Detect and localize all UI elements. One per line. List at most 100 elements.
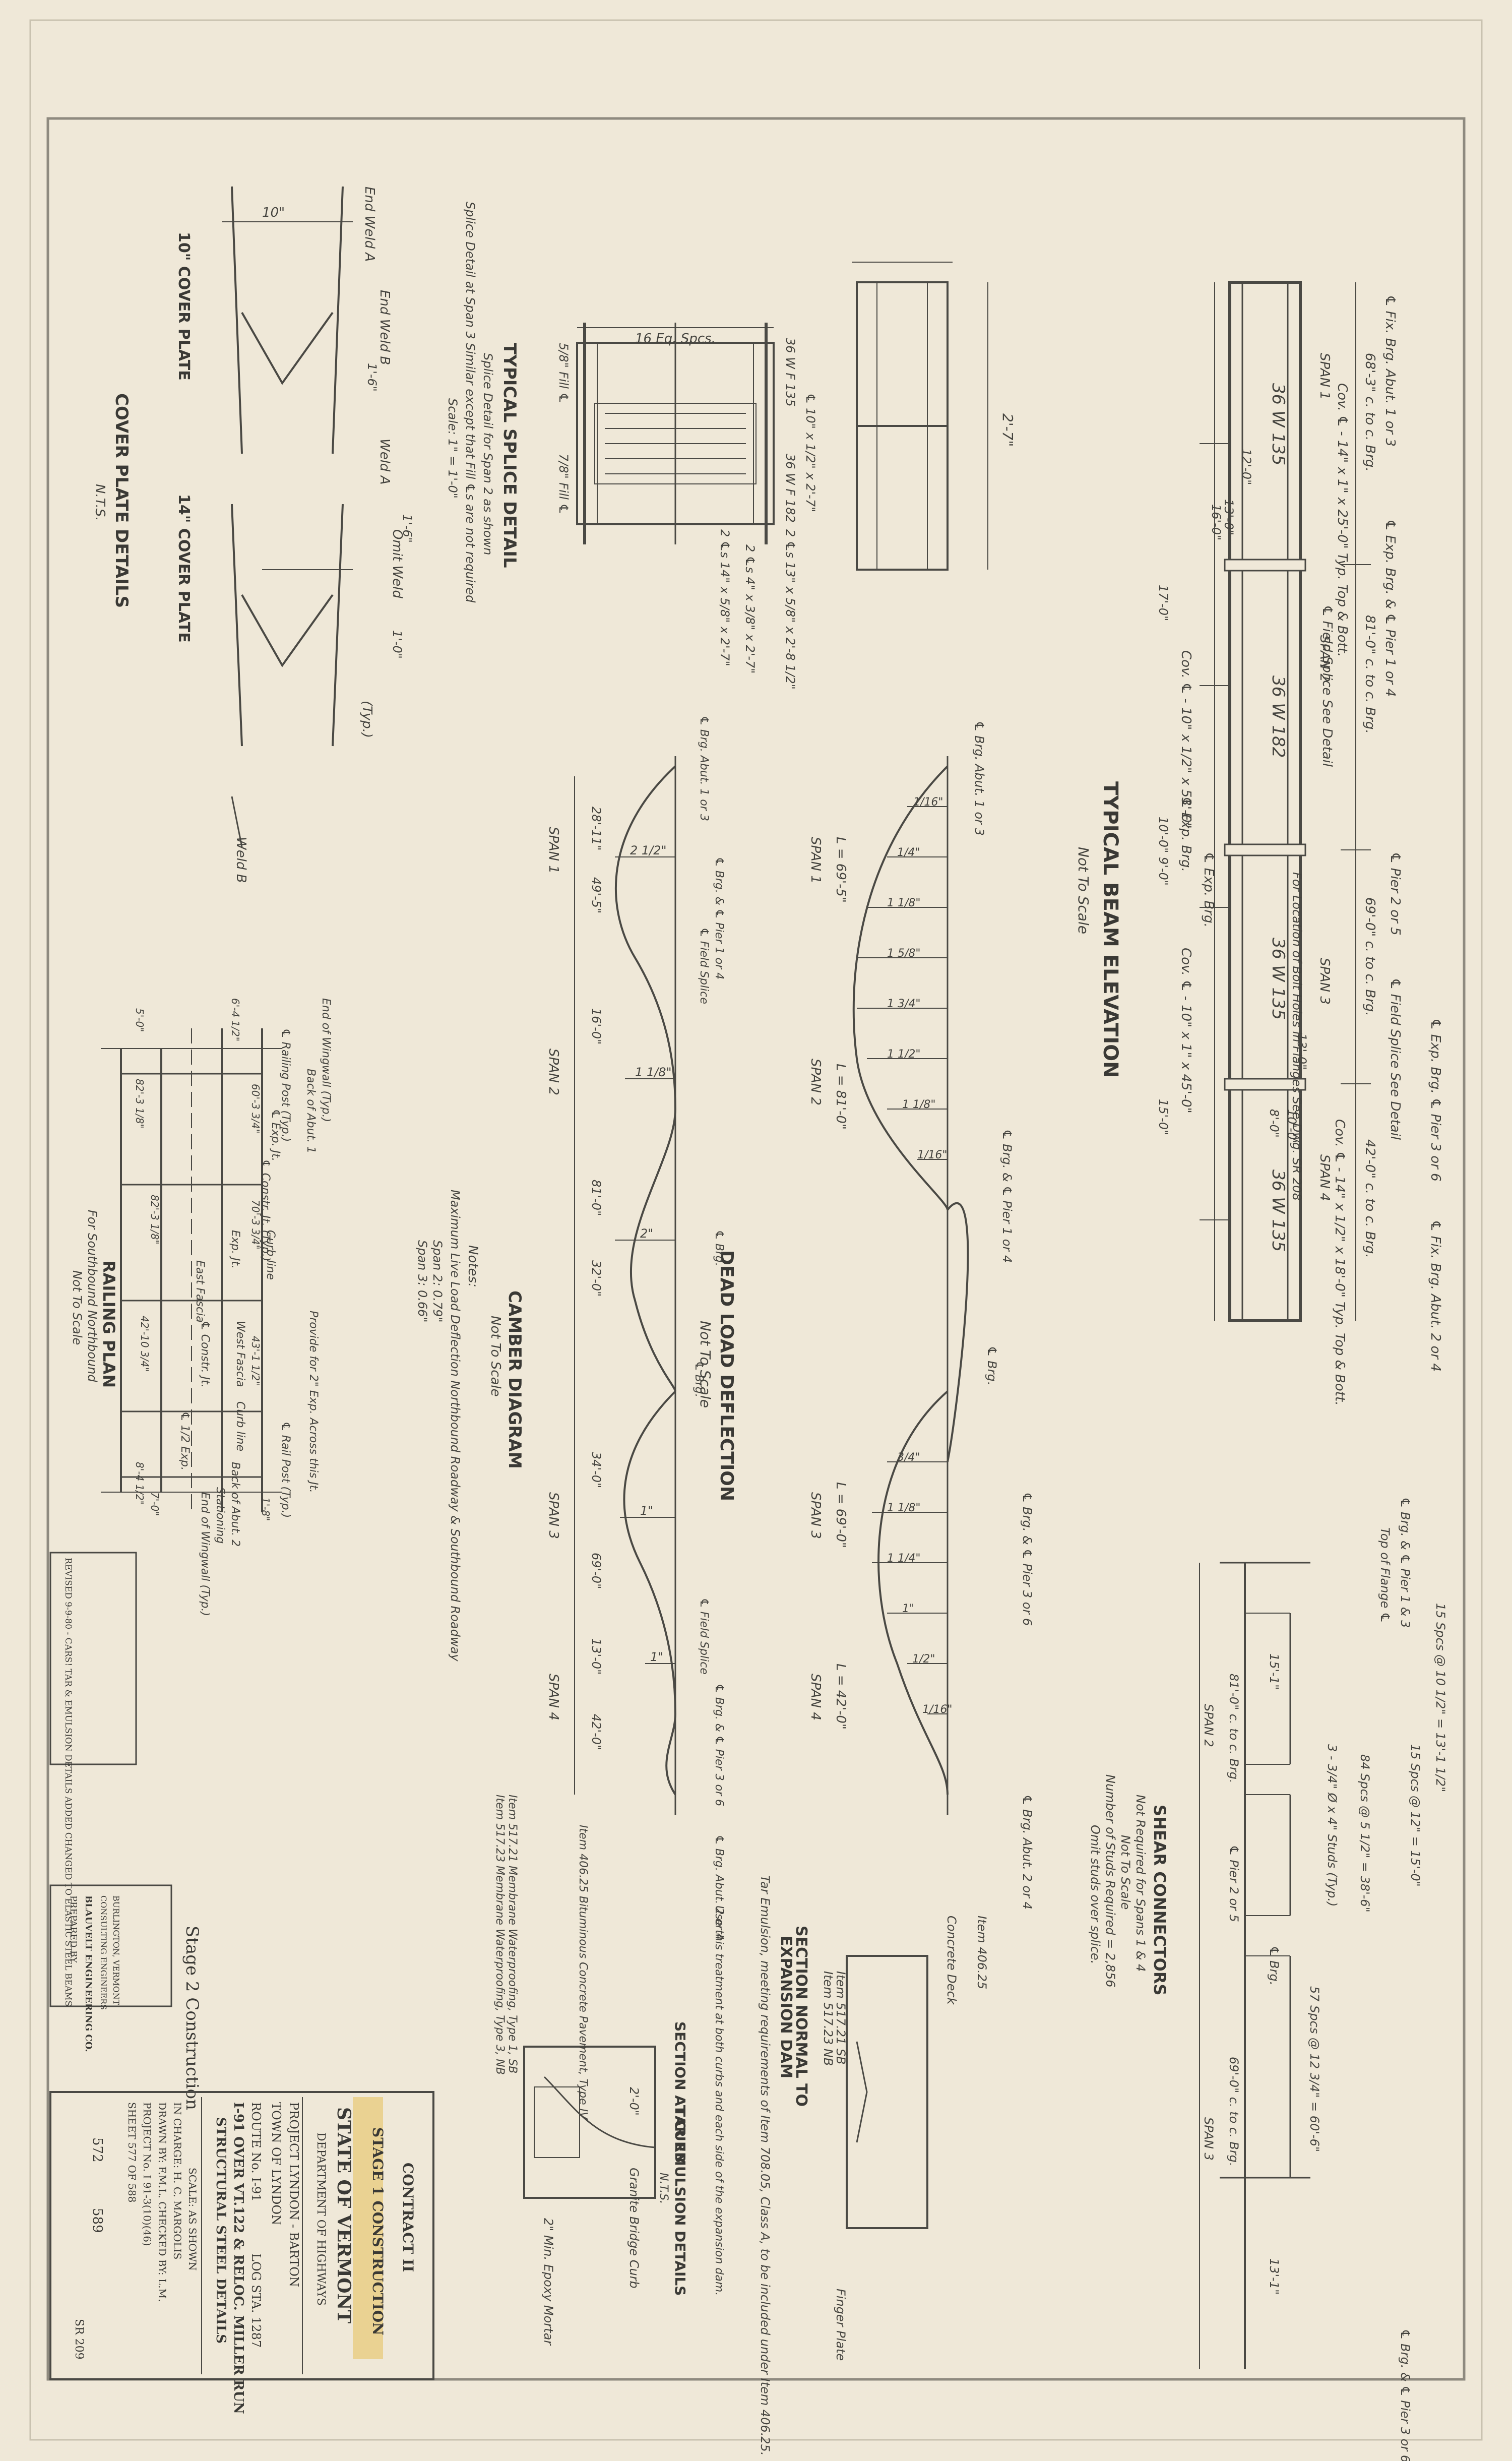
dl-val-8: 1/16"	[917, 1149, 948, 1161]
note-pier1: ℄ Exp. Brg. & ℄ Pier 1 or 4	[1382, 519, 1398, 697]
curb-label-2: 2'-0"	[627, 2087, 641, 2116]
dl-val-14: 1/16"	[922, 1703, 953, 1716]
stage2-label: Stage 2 Construction	[182, 1926, 202, 2110]
camber-dim-1: 28'-11"	[589, 807, 603, 850]
dam-label-5: Finger Plate	[834, 2289, 848, 2361]
title-block-box	[49, 2091, 434, 2380]
cover-dim-a: 1'-6"	[365, 363, 379, 392]
span1-label: SPAN 1	[1317, 353, 1332, 400]
span2-label: SPAN 2	[1317, 635, 1332, 682]
cover-14-title: 14" COVER PLATE	[175, 494, 193, 643]
rail-dim-4: 70'-3 3/4"	[249, 1200, 262, 1250]
firm-name-2: CONSULTING ENGINEERS	[99, 1895, 108, 2010]
cover-plate-10	[231, 186, 344, 454]
camber-val-4: 1"	[650, 1650, 663, 1664]
rail-dim-10: 8'-4 1/2"	[134, 1462, 146, 1505]
splice-beam-1: 36 W F 135	[783, 338, 797, 407]
rail-dim-5: 43'-1 1/2"	[249, 1336, 262, 1386]
field-splice-3	[1224, 1078, 1306, 1091]
camber-subtitle: Not To Scale	[488, 1316, 503, 1397]
shear-label-1: 15 Spcs @ 10 1/2" = 13'-1 1/2"	[1433, 1603, 1447, 1792]
field-splice-1	[1224, 559, 1306, 572]
cover-omit-weld: Omit Weld	[390, 529, 405, 598]
splice-plate-detail: 2'-7"	[852, 262, 1016, 571]
beam-elevation: 36 W 135 36 W 182 36 W 135 36 W 135 SPAN…	[1075, 281, 1443, 1405]
sheet-label: SHEET 577 OF 588	[126, 2102, 138, 2202]
dead-load-deflection: 1/16" 1/4" 1 1/8" 1 5/8" 1 3/4" 1 1/2" 1…	[697, 721, 1034, 1910]
rail-label-9: West Fascia	[234, 1321, 246, 1387]
cover-weld-a2: Weld A	[377, 439, 392, 484]
dam-title-1: SECTION NORMAL TO	[792, 1926, 810, 2107]
camber-note-f: ℄ Brg. Abut. 2 or 4	[713, 1835, 725, 1940]
rail-label-12: ℄ 1/2 Exp.	[178, 1411, 191, 1470]
span1-dim: 68'-3" c. to c. Brg.	[1362, 353, 1377, 472]
shear-label-8: 15'-1"	[1267, 1653, 1281, 1690]
dl-val-1: 1/16"	[913, 796, 943, 809]
title-block: PREPARED BY BLAUVELT ENGINEERING CO. CON…	[49, 1884, 434, 2414]
splice-plate-4: 2 ℄s 4" x 3/8" x 2'-7"	[743, 544, 757, 673]
shear-label-10: ℄ Brg. & ℄ Pier 1 & 3	[1398, 1497, 1412, 1628]
camber-note-e: ℄ Brg. & ℄ Pier 3 or 6	[713, 1684, 725, 1806]
camber-note-3: Span 3: 0.66"	[415, 1240, 429, 1322]
rail-label-7: Exp. Jt.	[229, 1230, 241, 1269]
dim-5: 10'-0"	[1156, 817, 1170, 853]
curb-title-2: SECTION AT CURB	[672, 2021, 688, 2163]
shear-note-4: Omit studs over splice.	[1088, 1825, 1102, 1964]
dl-length-3: L = 69'-0"	[833, 1482, 848, 1548]
shear-note-1: Not Required for Spans 1 & 4	[1133, 1795, 1148, 1972]
splice-plate-2: 2 ℄s 14" x 5/8" x 2'-7"	[718, 529, 732, 666]
firm-name-3: BURLINGTON, VERMONT	[111, 1895, 121, 2005]
dl-length-1: L = 69'-5"	[833, 837, 848, 903]
project-no-label: PROJECT No. I 91-3(10)(46)	[141, 2102, 153, 2246]
splice-beam-2: 36 W F 182	[783, 454, 797, 523]
drawing-border	[46, 117, 1466, 2381]
splice-plate-1: ℄ 10" x 1/2" x 2'-7"	[803, 393, 817, 512]
stage1-label: STAGE 1 CONSTRUCTION	[369, 2127, 386, 2335]
cover-weld-b: End Weld B	[377, 290, 392, 365]
dim-8: 15'-0"	[1156, 1099, 1170, 1135]
note-exp-brg: ℄ Exp. Brg.	[1178, 796, 1193, 872]
rail-label-15: End of Wingwall (Typ.)	[199, 1492, 211, 1616]
note-cover4: Cov. ℄ - 14" x 1/2" x 18'-0" Typ. Top & …	[1332, 1119, 1347, 1405]
note-splice1: ℄ Field Splice See Detail	[1319, 605, 1335, 767]
rail-dim-2: 60'-3 3/4"	[249, 1084, 262, 1134]
curb-title-1-sub: N.T.S.	[657, 2173, 670, 2204]
cover-dim-b: 1'-6"	[400, 514, 414, 543]
note-abut2: ℄ Fix. Brg. Abut. 2 or 4	[1428, 1220, 1443, 1372]
dim-1: 16'-0"	[1209, 504, 1223, 540]
dl-val-9: 3/4"	[897, 1451, 920, 1464]
cover-plate-14	[231, 504, 344, 747]
revision-text: REVISED 9-9-80 - CARS! TAR & EMULSION DE…	[63, 1558, 73, 2006]
sheet-num-2: 589	[90, 2208, 105, 2233]
rail-label-4: ℄ Exp. Jt.	[269, 1109, 282, 1161]
in-charge-label: IN CHARGE: H. C. MARGOLIS	[171, 2102, 183, 2259]
dam-label-3: Item 517.21 SB	[834, 1971, 848, 2065]
shear-label-top: Top of Flange ℄	[1378, 1527, 1392, 1623]
dl-brg-3: ℄ Brg.	[985, 1346, 999, 1385]
contract-label: CONTRACT II	[400, 2163, 416, 2272]
dim-4: 17'-0"	[1156, 585, 1170, 621]
town-label: TOWN OF LYNDON	[269, 2102, 283, 2225]
camber-notes-title: Notes:	[465, 1245, 480, 1287]
section-expansion-dam: Concrete Deck Item 406.25 Item 517.21 SB…	[758, 1875, 989, 2456]
dim-10: 8'-0"	[1267, 1109, 1281, 1138]
camber-dim-9: 42'-0"	[589, 1714, 603, 1750]
dam-label-6: Tar Emulsion, meeting requirements of It…	[758, 1875, 772, 2456]
firm-stamp-box	[49, 1884, 172, 2007]
route-label: ROUTE No. I-91	[249, 2102, 263, 2202]
camber-dim-6: 34'-0"	[589, 1452, 603, 1488]
desc-1: I-91 OVER VT.122 & RELOC. MILLER RUN	[231, 2102, 246, 2414]
rail-dim-11: 7'-0"	[149, 1492, 161, 1516]
splice-fill-2: 7/8" Fill ℄	[556, 454, 571, 514]
cover-typ: (Typ.)	[359, 701, 374, 738]
camber-note-c: ℄ Field Splice	[698, 928, 710, 1004]
rail-subtitle-2: Not To Scale	[70, 1270, 84, 1345]
dl-length-4: L = 42'-0"	[833, 1664, 848, 1730]
shear-note-2: Not To Scale	[1118, 1835, 1132, 1910]
rail-dim-9: 1'-8"	[260, 1497, 272, 1521]
rail-label-3: Back of Abut. 1	[304, 1069, 317, 1153]
note-pier3: ℄ Exp. Brg. ℄ Pier 3 or 6	[1428, 1018, 1443, 1182]
cover-plate-title: COVER PLATE DETAILS	[111, 393, 132, 608]
shear-title: SHEAR CONNECTORS	[1150, 1805, 1169, 1996]
